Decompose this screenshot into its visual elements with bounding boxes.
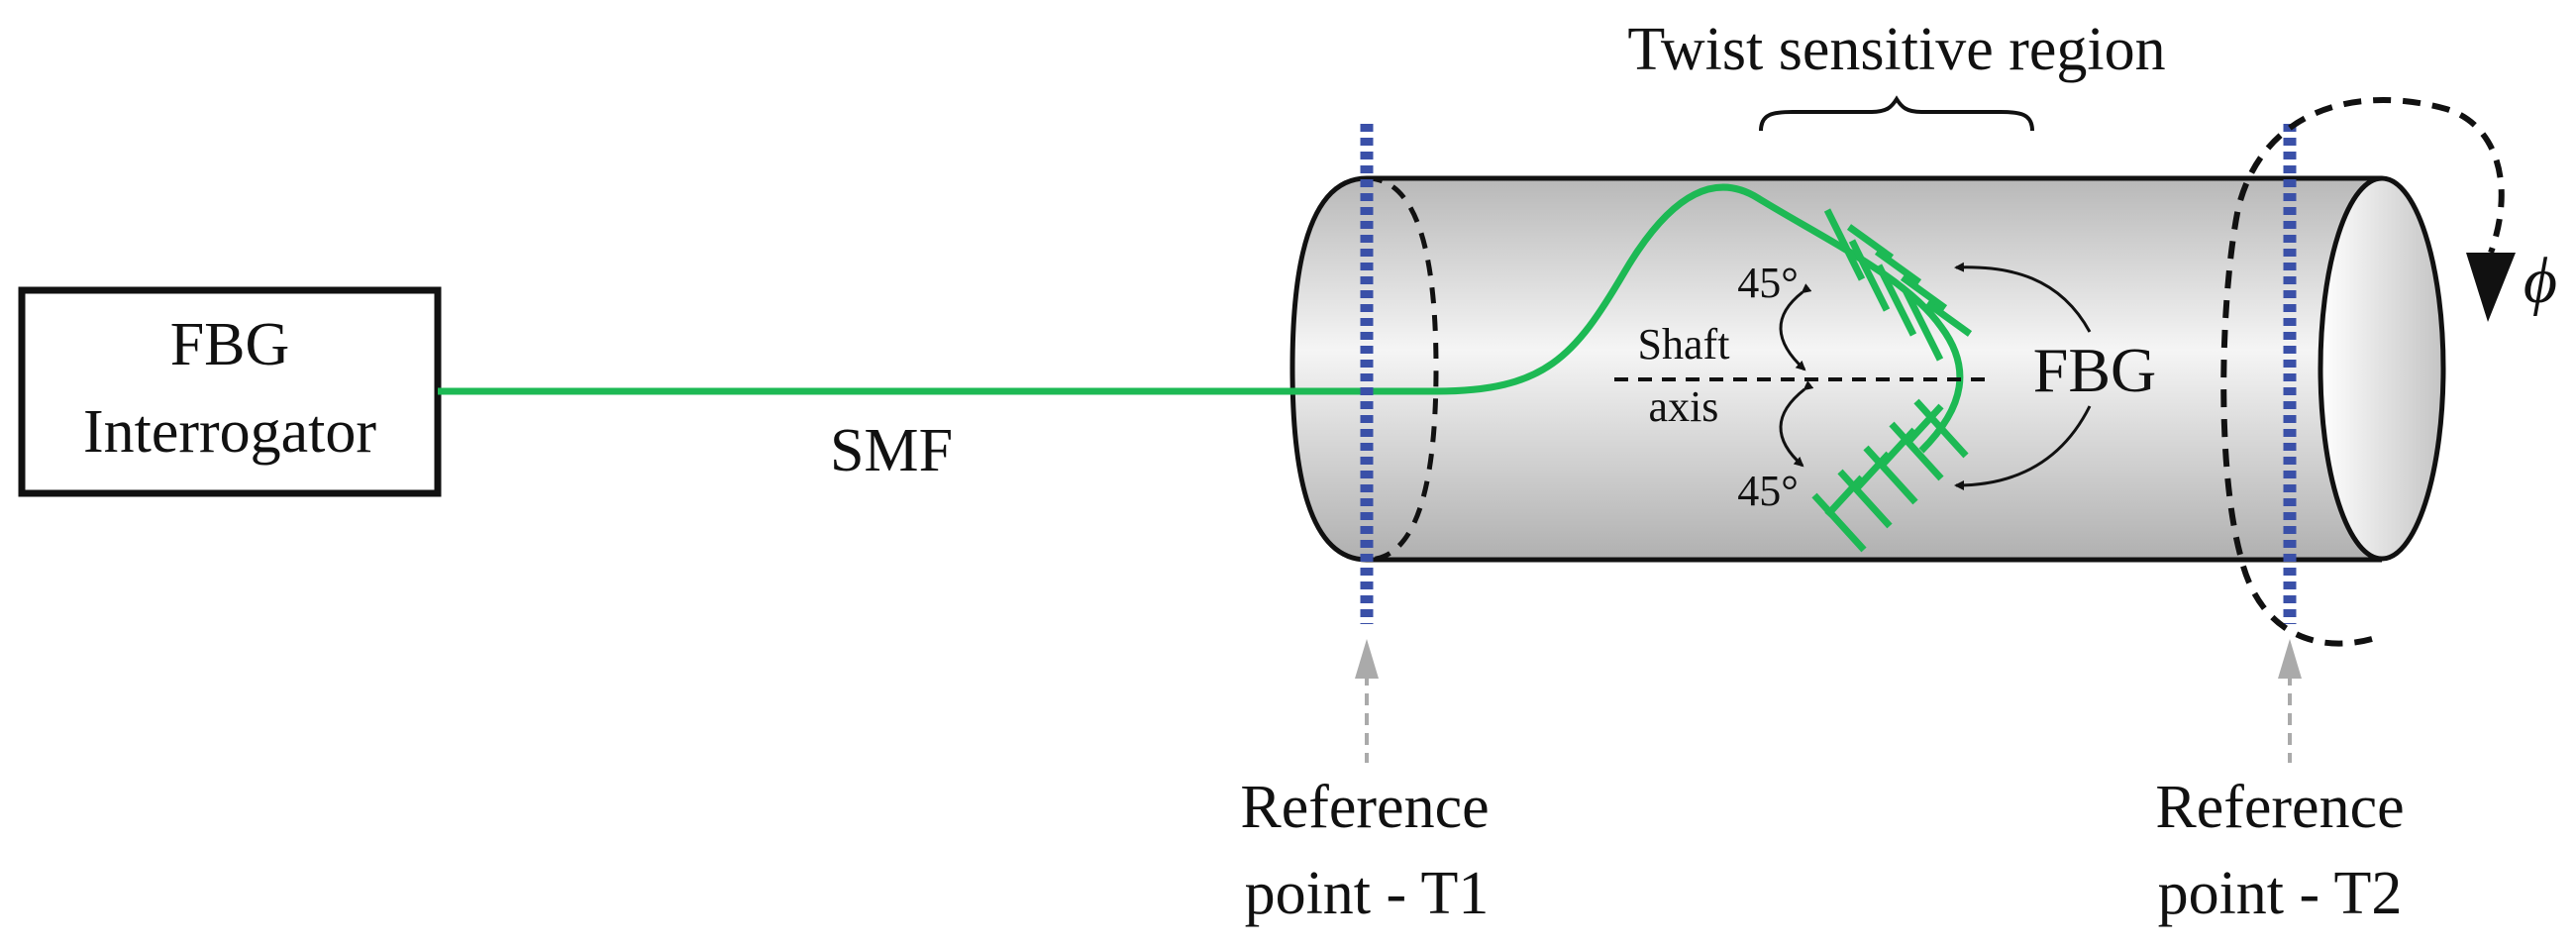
fbg-interrogator-box: FBG Interrogator [18, 286, 442, 497]
angle-label-upper: 45° [1737, 259, 1799, 307]
rotation-arrowhead [2466, 253, 2516, 322]
reference-t1-label-line1: Reference [1240, 774, 1489, 841]
hidden-rim-dashed [1366, 175, 1439, 563]
shaft-end-cap [2318, 175, 2446, 562]
reference-t2-label-line1: Reference [2155, 774, 2404, 841]
smf-fiber [438, 183, 1964, 454]
twist-region-brace [1759, 95, 2034, 132]
reference-t2-label-line2: point - T2 [2158, 860, 2403, 927]
shaft-axis-label-line1: Shaft [1638, 320, 1730, 369]
interrogator-label-line1: FBG [170, 311, 290, 378]
reference-arrow-t2 [2278, 639, 2302, 763]
fbg-label: FBG [2033, 335, 2157, 405]
angle-label-lower: 45° [1737, 467, 1799, 515]
fbg-pointer-lower [1954, 405, 2092, 490]
rotation-dashed-loop [2220, 97, 2505, 647]
fbg-grating-upper [1823, 208, 1973, 362]
angle-arc-upper [1779, 283, 1812, 371]
shaft-axis-label-line2: axis [1649, 382, 1719, 431]
reference-t1-label-line2: point - T1 [1245, 860, 1490, 927]
fbg-grating-lower [1811, 398, 1969, 553]
interrogator-label-line2: Interrogator [83, 398, 376, 466]
fbg-pointer-upper [1954, 262, 2092, 333]
reference-arrow-t1 [1355, 639, 1379, 763]
rotation-angle-symbol: ϕ [2524, 245, 2557, 317]
twist-region-title: Twist sensitive region [1627, 16, 2165, 83]
angle-arc-lower [1779, 380, 1814, 468]
smf-label: SMF [830, 417, 953, 484]
